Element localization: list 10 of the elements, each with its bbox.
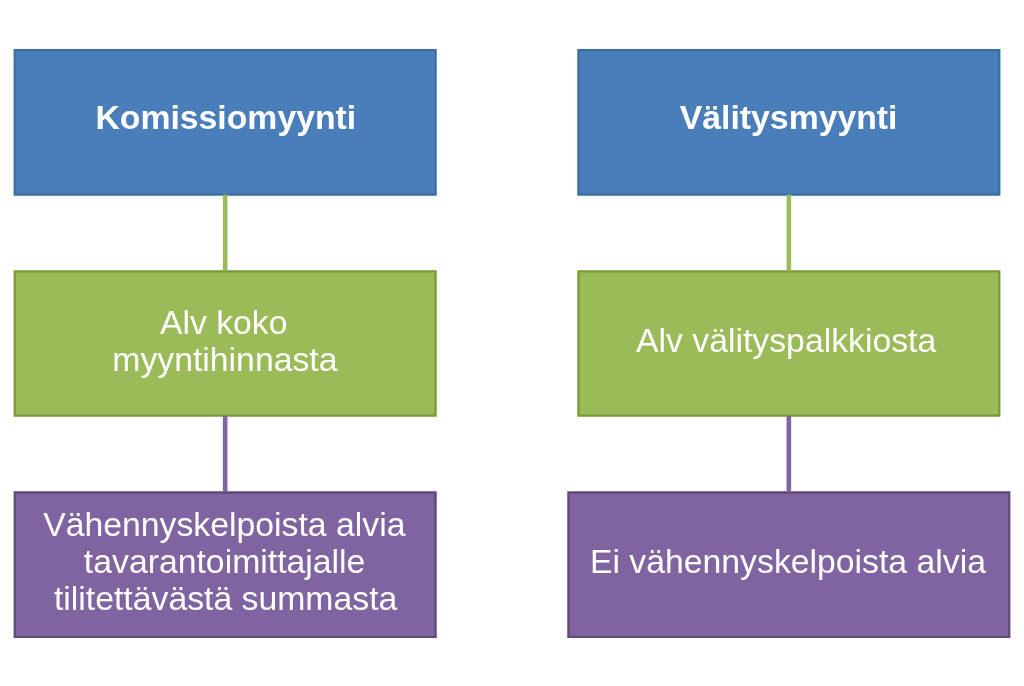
node-box: Vähennyskelpoista alvia tavarantoimittajalle tilitettävästä summasta (13, 490, 437, 638)
node-box: Ei vähennyskelpoista alvia (567, 490, 1011, 638)
node-box: Alv välityspalkkiosta (577, 269, 1001, 417)
connector (222, 415, 228, 492)
connector (786, 415, 792, 492)
node-box: Alv koko myyntihinnasta (13, 269, 437, 417)
node-box: Komissiomyynti (13, 48, 437, 196)
node-box: Välitysmyynti (577, 48, 1001, 196)
connector (222, 194, 228, 271)
connector (786, 194, 792, 271)
